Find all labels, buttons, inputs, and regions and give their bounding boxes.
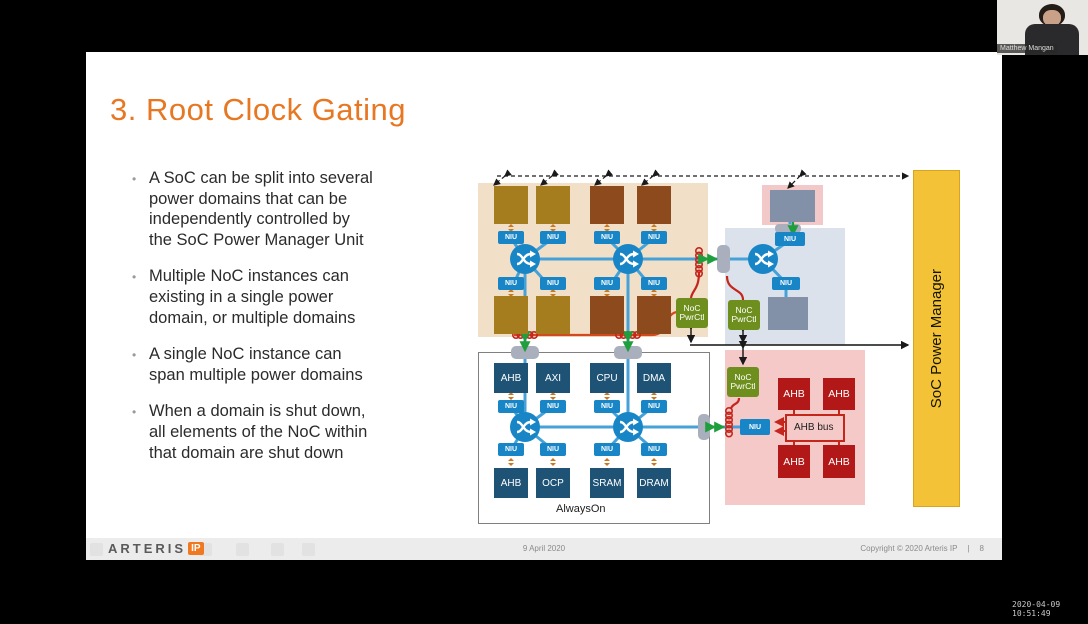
niu-box: NIU: [641, 443, 667, 456]
always-on-block: AHB: [494, 468, 528, 498]
arteris-logo: ARTERIS IP: [108, 541, 204, 556]
niu-box: NIU: [641, 277, 667, 290]
ahb-block: AHB: [823, 378, 855, 410]
ip-block: [770, 190, 815, 222]
ip-block: [494, 296, 528, 334]
ip-block: [637, 186, 671, 224]
niu-box: NIU: [498, 231, 524, 244]
participant-name-label: Matthew Mangan: [997, 44, 1057, 53]
ahb-block: AHB: [823, 445, 855, 478]
arteris-logo-text: ARTERIS: [108, 541, 187, 556]
ghost-icon: [302, 543, 315, 556]
always-on-block: OCP: [536, 468, 570, 498]
niu-box: NIU: [594, 277, 620, 290]
ip-block: [590, 296, 624, 334]
footer-right: Copyright © 2020 Arteris IP | 8: [860, 544, 984, 553]
person-face: [1043, 10, 1061, 26]
niu-box: NIU: [594, 443, 620, 456]
soc-power-manager-label: SoC Power Manager: [928, 268, 945, 409]
niu-box: NIU: [540, 231, 566, 244]
ahb-block: AHB: [778, 445, 810, 478]
footer-date: 9 April 2020: [522, 544, 566, 553]
ahb-bus-label: AHB bus: [794, 422, 834, 433]
niu-box: NIU: [641, 400, 667, 413]
niu-box: NIU: [641, 231, 667, 244]
always-on-block: DMA: [637, 363, 671, 393]
bullet-item: A SoC can be split into several power do…: [132, 168, 376, 250]
bullet-item: When a domain is shut down, all elements…: [132, 401, 376, 463]
niu-box: NIU: [540, 443, 566, 456]
always-on-block: AXI: [536, 363, 570, 393]
slide-footer: ARTERIS IP 9 April 2020 Copyright © 2020…: [86, 538, 1002, 560]
soc-power-manager-bar: SoC Power Manager: [913, 170, 960, 507]
niu-box: NIU: [772, 277, 800, 290]
ip-block: [536, 186, 570, 224]
footer-copyright: Copyright © 2020 Arteris IP: [860, 544, 958, 553]
ip-block: [494, 186, 528, 224]
ip-block: [536, 296, 570, 334]
niu-box: NIU: [775, 232, 805, 246]
bullet-list: A SoC can be split into several power do…: [131, 168, 376, 479]
always-on-block: AHB: [494, 363, 528, 393]
ghost-icon: [90, 543, 103, 556]
ip-block: [637, 296, 671, 334]
niu-box: NIU: [498, 400, 524, 413]
ahb-block: AHB: [778, 378, 810, 410]
arteris-logo-ip-badge: IP: [188, 542, 204, 555]
bullet-item: Multiple NoC instances can existing in a…: [132, 266, 376, 328]
always-on-block: DRAM: [637, 468, 671, 498]
slide-title: 3. Root Clock Gating: [110, 92, 407, 127]
bullet-item: A single NoC instance can span multiple …: [132, 344, 376, 385]
niu-box: NIU: [540, 400, 566, 413]
recording-timestamp: 2020-04-09 10:51:49: [1012, 600, 1061, 618]
webcam-thumbnail[interactable]: Matthew Mangan: [997, 0, 1088, 55]
niu-box: NIU: [594, 231, 620, 244]
footer-page-number: 8: [979, 544, 984, 553]
always-on-label: AlwaysOn: [556, 503, 606, 515]
niu-box: NIU: [740, 419, 770, 435]
niu-box: NIU: [498, 277, 524, 290]
ghost-icon: [271, 543, 284, 556]
niu-box: NIU: [540, 277, 566, 290]
shared-slide: 3. Root Clock Gating A SoC can be split …: [86, 52, 1002, 560]
footer-separator: |: [967, 544, 970, 553]
ghost-icon: [236, 543, 249, 556]
niu-box: NIU: [498, 443, 524, 456]
niu-box: NIU: [594, 400, 620, 413]
always-on-block: SRAM: [590, 468, 624, 498]
ip-block: [768, 297, 808, 330]
always-on-block: CPU: [590, 363, 624, 393]
ip-block: [590, 186, 624, 224]
